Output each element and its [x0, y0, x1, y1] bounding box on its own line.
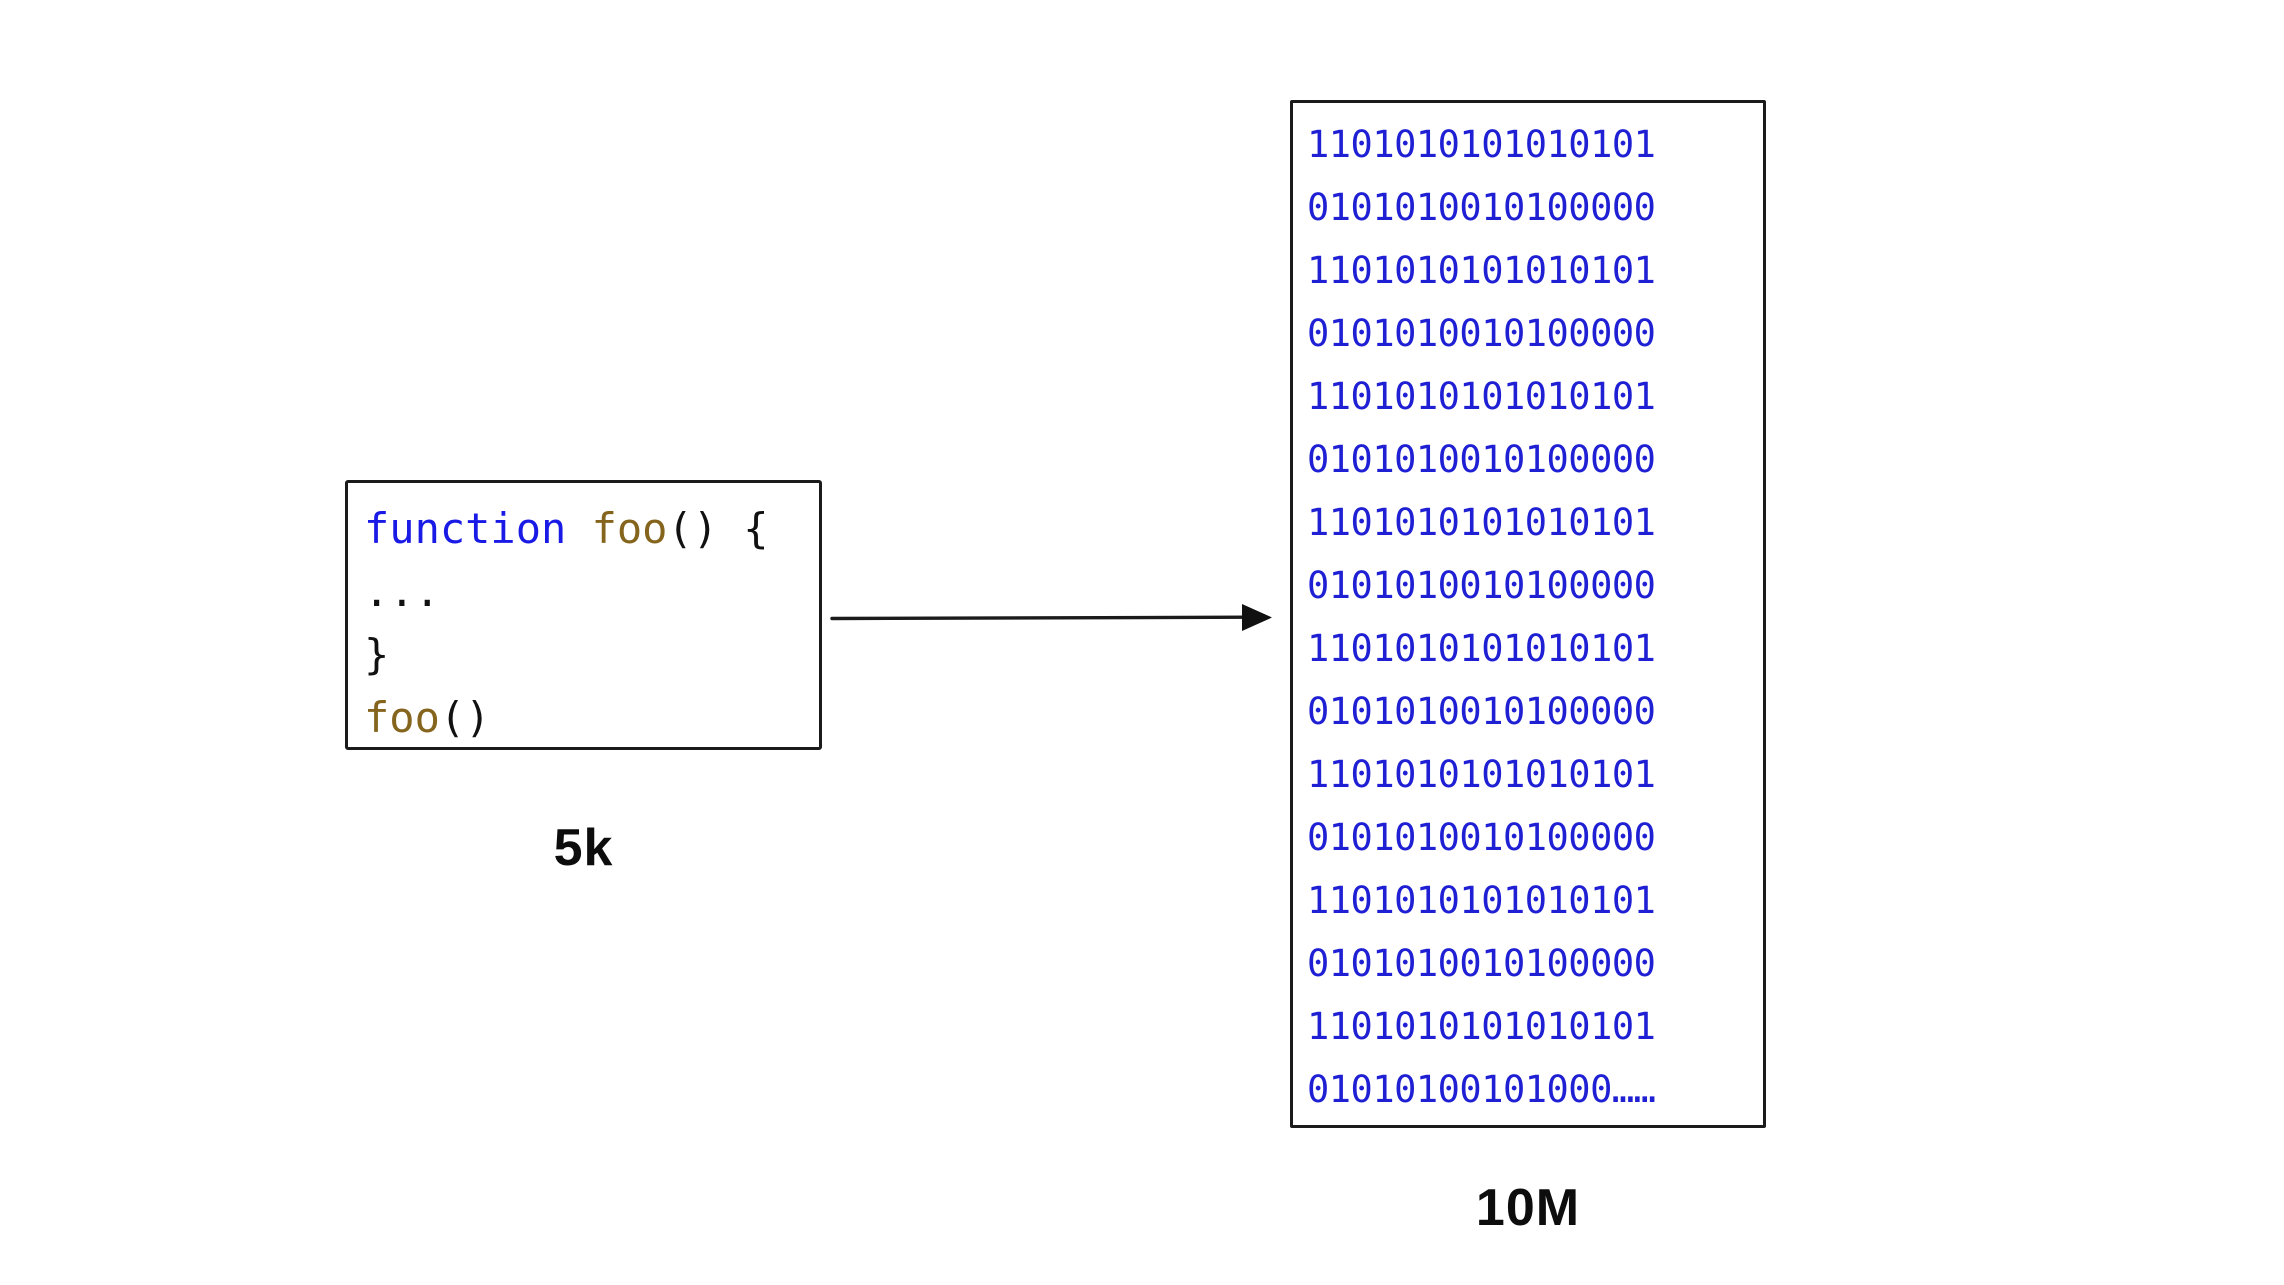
source-size-caption: 5k [553, 819, 614, 877]
code-token-space [566, 504, 591, 553]
binary-line: 1101010101010101 [1307, 1005, 1656, 1048]
binary-line: 0101010010100000 [1307, 438, 1656, 481]
code-line-4: foo() [364, 686, 819, 749]
code-line-1: function foo() { [364, 497, 819, 560]
arrow-icon [830, 604, 1272, 631]
binary-line: 1101010101010101 [1307, 753, 1656, 796]
binary-line: 1101010101010101 [1307, 627, 1656, 670]
code-token-call-foo: foo [364, 693, 440, 742]
code-line-3: } [364, 623, 819, 686]
binary-line: 1101010101010101 [1307, 123, 1656, 166]
code-token-ellipsis: ... [364, 567, 440, 616]
code-line-2: ... [364, 560, 819, 623]
binary-line: 01010100101000…… [1307, 1068, 1656, 1111]
binary-line: 0101010010100000 [1307, 564, 1656, 607]
binary-line: 0101010010100000 [1307, 816, 1656, 859]
binary-line: 0101010010100000 [1307, 690, 1656, 733]
code-token-function-name-foo: foo [591, 504, 668, 553]
code-token-keyword-function: function [364, 504, 567, 553]
binary-line: 1101010101010101 [1307, 375, 1656, 418]
code-token-call-parens: () [439, 693, 491, 742]
binary-line: 1101010101010101 [1307, 249, 1656, 292]
code-token-punctuation-open-brace: () { [667, 504, 769, 553]
binary-line: 0101010010100000 [1307, 312, 1656, 355]
machine-code-size-caption: 10M [1475, 1179, 1581, 1237]
binary-line: 1101010101010101 [1307, 501, 1656, 544]
binary-line: 0101010010100000 [1307, 942, 1656, 985]
binary-line: 0101010010100000 [1307, 186, 1656, 229]
compile-arrow [830, 596, 1280, 642]
binary-line: 1101010101010101 [1307, 879, 1656, 922]
machine-code-box: 1101010101010101 0101010010100000 110101… [1290, 100, 1766, 1128]
code-token-close-brace: } [364, 630, 390, 679]
source-code-box: function foo() { ... } foo() [345, 480, 822, 750]
